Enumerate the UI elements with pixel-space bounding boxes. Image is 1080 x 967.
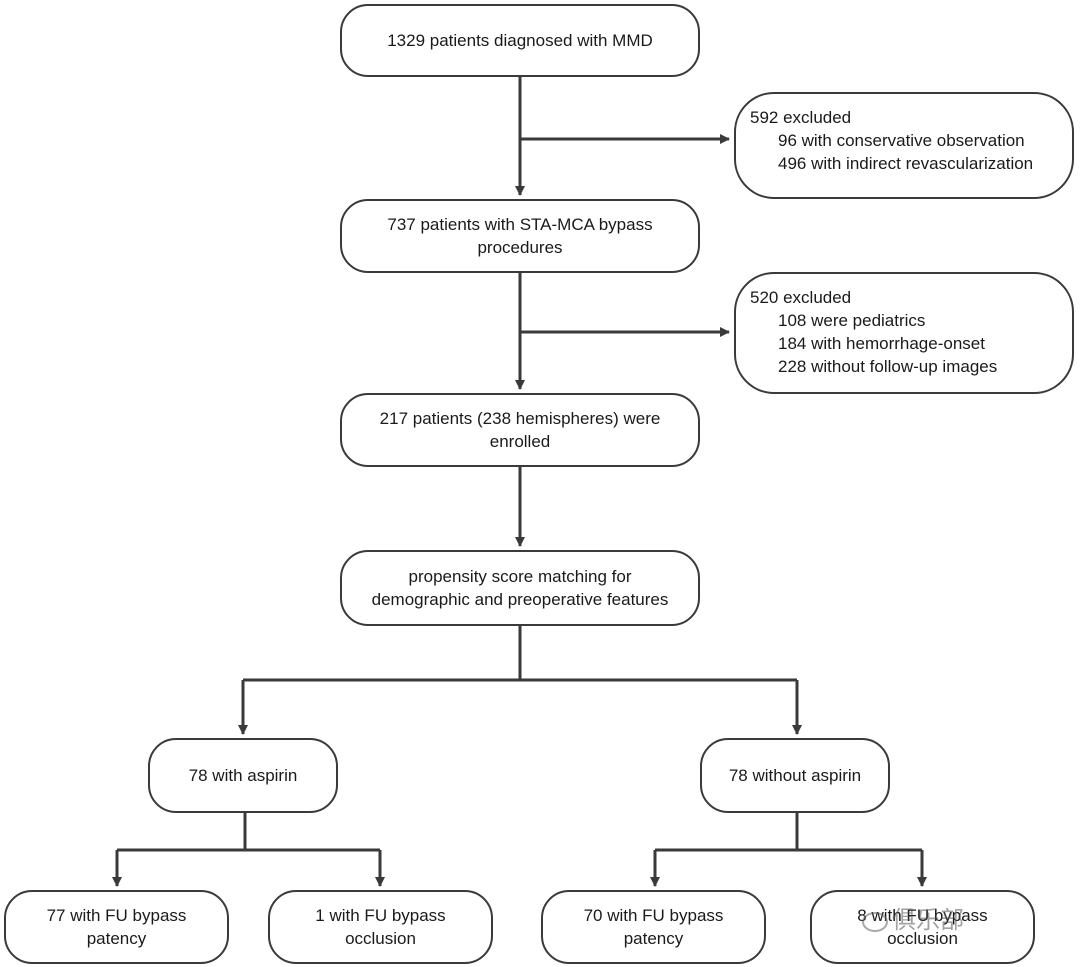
box-aspirin: 78 with aspirin xyxy=(148,738,338,813)
box-aspirin-text: 78 with aspirin xyxy=(188,766,298,785)
exclusion-2-item: 228 without follow-up images xyxy=(778,357,998,376)
box-noasp-occlusion-text: 8 with FU bypass occlusion xyxy=(857,906,988,948)
box-psm: propensity score matching for demographi… xyxy=(340,550,700,626)
box-exclusion-2: 520 excluded 108 were pediatrics 184 wit… xyxy=(734,272,1074,394)
box-diagnosed-text: 1329 patients diagnosed with MMD xyxy=(387,31,653,50)
box-noasp-patency: 70 with FU bypass patency xyxy=(541,890,766,964)
box-enrolled-text: 217 patients (238 hemispheres) were enro… xyxy=(379,409,661,451)
watermark: 俱乐部 xyxy=(862,900,964,935)
box-no-aspirin-text: 78 without aspirin xyxy=(728,766,862,785)
exclusion-1-item: 96 with conservative observation xyxy=(778,131,1025,150)
exclusion-1-title: 592 excluded xyxy=(750,108,852,127)
exclusion-2-title: 520 excluded xyxy=(750,288,852,307)
box-asp-occlusion-text: 1 with FU bypass occlusion xyxy=(315,906,446,948)
exclusion-2-item: 184 with hemorrhage-onset xyxy=(778,334,985,353)
box-noasp-occlusion: 8 with FU bypass occlusion xyxy=(810,890,1035,964)
box-psm-text: propensity score matching for demographi… xyxy=(371,567,669,609)
box-asp-patency: 77 with FU bypass patency xyxy=(4,890,229,964)
box-no-aspirin: 78 without aspirin xyxy=(700,738,890,813)
box-diagnosed: 1329 patients diagnosed with MMD xyxy=(340,4,700,77)
exclusion-1-item: 496 with indirect revascularization xyxy=(778,154,1034,173)
box-asp-patency-text: 77 with FU bypass patency xyxy=(46,906,187,948)
watermark-text: 俱乐部 xyxy=(892,907,964,934)
exclusion-2-item: 108 were pediatrics xyxy=(778,311,926,330)
box-bypass: 737 patients with STA-MCA bypass procedu… xyxy=(340,199,700,273)
box-noasp-patency-text: 70 with FU bypass patency xyxy=(583,906,724,948)
wechat-icon xyxy=(862,911,888,932)
box-exclusion-1: 592 excluded 96 with conservative observ… xyxy=(734,92,1074,199)
box-asp-occlusion: 1 with FU bypass occlusion xyxy=(268,890,493,964)
box-enrolled: 217 patients (238 hemispheres) were enro… xyxy=(340,393,700,467)
box-bypass-text: 737 patients with STA-MCA bypass procedu… xyxy=(387,215,653,257)
